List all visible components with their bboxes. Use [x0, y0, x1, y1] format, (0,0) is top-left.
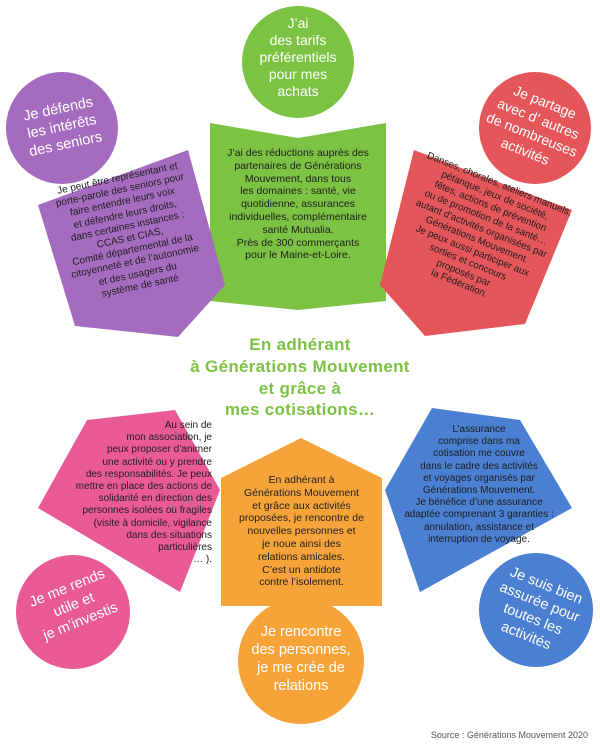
top-circle-text: J’ai des tarifs préférentiels pour mes a… [259, 15, 337, 100]
bottom-left-circle [16, 555, 130, 669]
top-right-card [380, 150, 572, 336]
top-card-text: J’ai des réductions auprès des partenair… [227, 147, 369, 262]
bottom-right-circle [479, 553, 593, 667]
top-left-card [38, 150, 225, 337]
bottom-right-card-text: L’assurance comprise dans ma cotisation … [404, 424, 554, 545]
bottom-left-card [38, 410, 220, 592]
top-card [210, 123, 386, 310]
bottom-card [221, 438, 382, 606]
center-title: En adhérant à Générations Mouvement et g… [190, 335, 410, 420]
top-circle [242, 6, 354, 118]
bottom-circle [238, 598, 364, 724]
top-right-circle [479, 72, 591, 184]
bottom-left-card-text: Au sein de mon association, je peux prop… [75, 420, 212, 566]
bottom-circle-text: Je rencontre des personnes, je me crée d… [251, 624, 351, 695]
bottom-right-card [385, 408, 572, 592]
bottom-card-text: En adhérant à Générations Mouvement et g… [239, 474, 364, 589]
top-left-circle [6, 72, 118, 184]
source-note: Source : Générations Mouvement 2020 [430, 730, 588, 740]
